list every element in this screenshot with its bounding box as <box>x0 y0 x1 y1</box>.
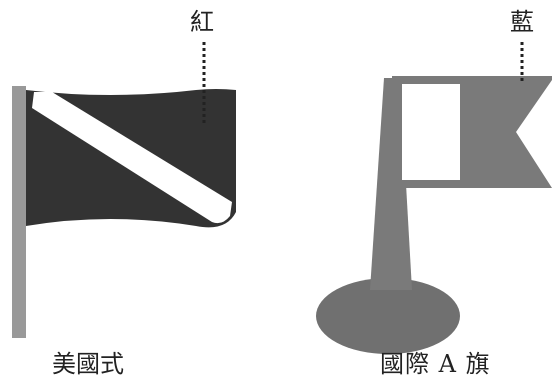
red-label: 紅 <box>190 8 214 36</box>
blue-label: 藍 <box>510 8 534 36</box>
us-flag-pole <box>12 86 26 338</box>
us-flag-white-stripe <box>32 92 232 224</box>
us-style-caption: 美國式 <box>52 350 124 378</box>
international-a-flag <box>316 42 552 354</box>
us-style-flag <box>12 42 236 338</box>
intl-flag-white-part <box>402 84 460 180</box>
intl-flag-base <box>316 278 460 354</box>
international-a-caption: 國際 A 旗 <box>380 350 491 378</box>
